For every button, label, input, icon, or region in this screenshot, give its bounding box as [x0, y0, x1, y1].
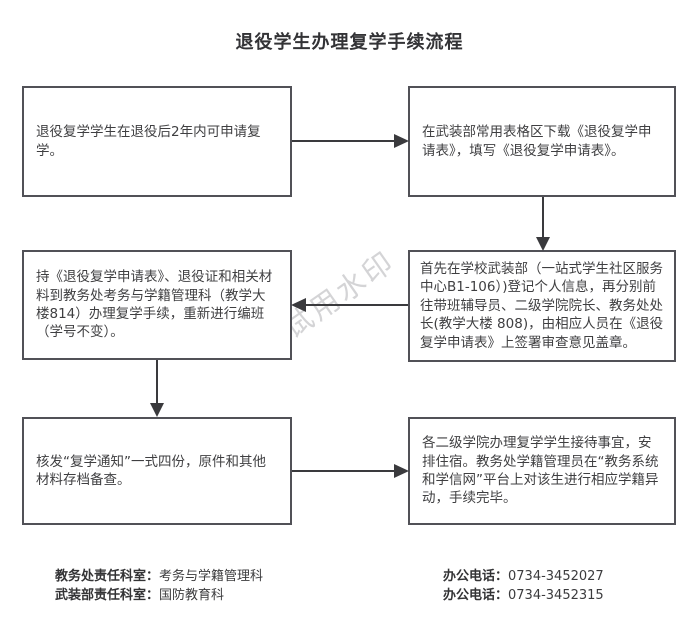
flow-step-college-reception-text: 各二级学院办理复学学生接待事宜，安排住宿。教务处学籍管理员在“教务系统和学信网”… [422, 435, 659, 507]
flow-step-issue-notice: 核发“复学通知”一式四份，原件和其他材料存档备查。 [22, 417, 292, 525]
footer-office-label-2: 武装部责任科室： [55, 588, 160, 603]
arrow-step1-to-step2-head-icon [394, 134, 409, 148]
flow-step-download-form: 在武装部常用表格区下载《退役复学申请表》，填写《退役复学申请表》。 [408, 86, 676, 197]
flow-step-submit-materials: 持《退役复学申请表》、退役证和相关材料到教务处考务与学籍管理科（教学大楼814）… [22, 250, 292, 360]
footer-phone-line-2: 办公电话：0734-3452315 [443, 586, 604, 605]
footer-phone-label-1: 办公电话： [443, 569, 509, 584]
footer-office-label-1: 教务处责任科室： [55, 569, 160, 584]
footer-office-value-2: 国防教育科 [159, 588, 225, 603]
flow-step-issue-notice-text: 核发“复学通知”一式四份，原件和其他材料存档备查。 [36, 453, 266, 488]
arrow-step4-to-step5-line [156, 360, 158, 404]
flow-step-download-form-text: 在武装部常用表格区下载《退役复学申请表》，填写《退役复学申请表》。 [422, 124, 652, 159]
arrow-step2-to-step3-line [542, 197, 544, 238]
arrow-step3-to-step4-line [305, 304, 408, 306]
flow-step-submit-materials-text: 持《退役复学申请表》、退役证和相关材料到教务处考务与学籍管理科（教学大楼814）… [36, 269, 273, 341]
arrow-step2-to-step3-head-icon [536, 237, 550, 251]
arrow-step5-to-step6-line [292, 470, 395, 472]
page-title: 退役学生办理复学手续流程 [235, 32, 464, 53]
footer-phone-label-2: 办公电话： [443, 588, 509, 603]
flow-step-register-sign: 首先在学校武装部（一站式学生社区服务中心B1-106）)登记个人信息，再分别前往… [408, 250, 676, 362]
footer-phone-value-1: 0734-3452027 [508, 569, 604, 584]
flow-step-apply-text: 退役复学学生在退役后2年内可申请复学。 [36, 124, 261, 159]
arrow-step3-to-step4-head-icon [291, 298, 306, 312]
arrow-step4-to-step5-head-icon [150, 403, 164, 417]
flow-step-apply: 退役复学学生在退役后2年内可申请复学。 [22, 86, 292, 197]
footer-office-line-1: 教务处责任科室：考务与学籍管理科 [55, 567, 263, 586]
footer-office-value-1: 考务与学籍管理科 [159, 569, 264, 584]
footer-phone-line-1: 办公电话：0734-3452027 [443, 567, 604, 586]
flow-step-register-sign-text: 首先在学校武装部（一站式学生社区服务中心B1-106）)登记个人信息，再分别前往… [420, 260, 664, 351]
arrow-step5-to-step6-head-icon [394, 464, 409, 478]
footer-responsible-offices: 教务处责任科室：考务与学籍管理科 武装部责任科室：国防教育科 [55, 567, 263, 605]
flow-step-college-reception: 各二级学院办理复学学生接待事宜，安排住宿。教务处学籍管理员在“教务系统和学信网”… [408, 417, 676, 525]
arrow-step1-to-step2-line [292, 140, 395, 142]
footer-phone-numbers: 办公电话：0734-3452027 办公电话：0734-3452315 [443, 567, 604, 605]
footer-office-line-2: 武装部责任科室：国防教育科 [55, 586, 263, 605]
footer-phone-value-2: 0734-3452315 [508, 588, 604, 603]
